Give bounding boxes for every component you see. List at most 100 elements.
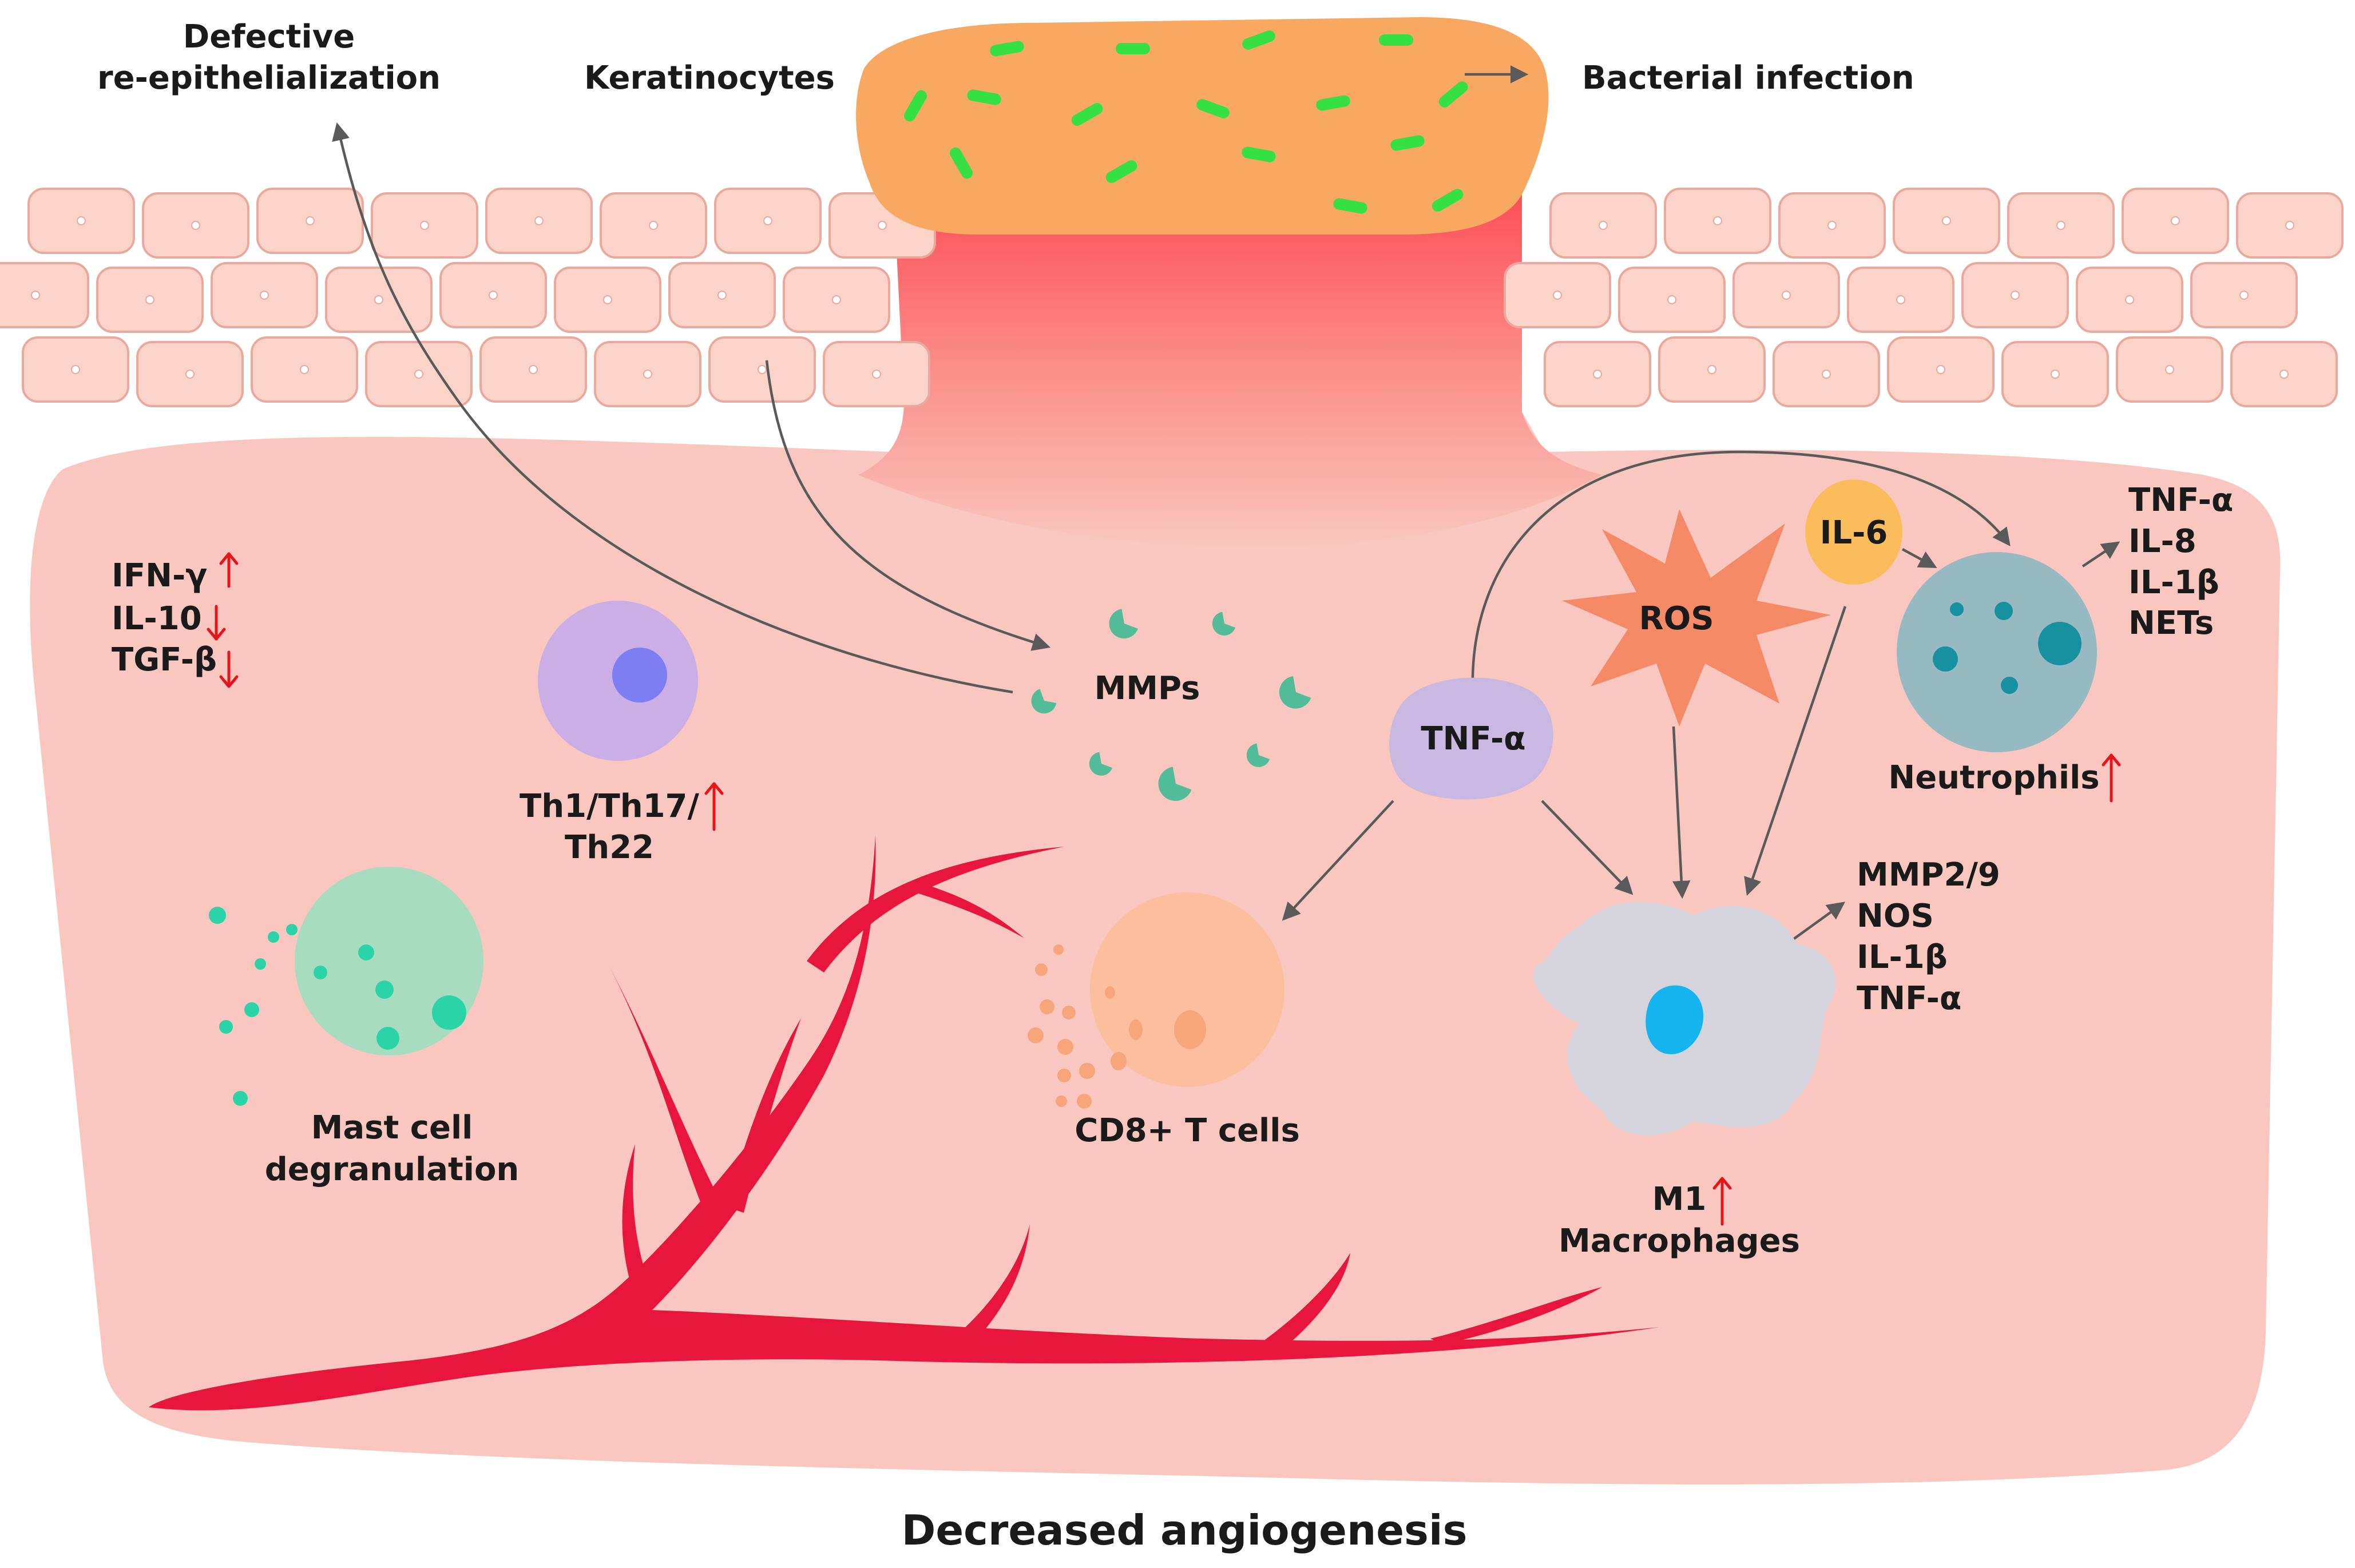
keratinocyte-cell: [1544, 341, 1651, 407]
label-ifn-gamma: IFN-γ: [112, 557, 207, 594]
arrow-tnf-to-neutrophils: [1471, 450, 2011, 701]
keratinocyte-cell: [211, 262, 318, 328]
scab: [856, 17, 1549, 235]
label-tnf-alpha-node: TNF-α: [1421, 720, 1525, 757]
keratinocyte-cell: [1847, 267, 1954, 333]
keratinocyte-cell: [1773, 341, 1880, 407]
keratinocyte-cell: [251, 336, 358, 403]
arrow-keratinocytes-to-mmp: [765, 360, 1051, 651]
label-neutrophils: Neutrophils: [1888, 759, 2099, 796]
keratinocyte-cell: [142, 192, 249, 259]
label-cd8: CD8+ T cells: [1075, 1112, 1300, 1149]
neutrophils-up-arrow: [2102, 753, 2121, 803]
keratinocyte-cell: [22, 336, 129, 403]
keratinocyte-cell: [600, 192, 707, 259]
bacterium: [1333, 198, 1367, 214]
label-neutrophil-output-1: TNF-α: [2128, 482, 2233, 519]
keratinocyte-cell: [2116, 336, 2223, 403]
keratinocyte-cell: [1549, 192, 1657, 259]
indicators: [207, 552, 2121, 1226]
keratinocyte-cell: [2076, 267, 2183, 333]
arrows: [332, 65, 2120, 942]
blood-vessel: [149, 835, 1659, 1411]
arrow-il6-to-neutrophils: [1901, 548, 1937, 569]
keratinocyte-cell: [708, 336, 816, 403]
bacterium: [1390, 135, 1425, 151]
keratinocyte-cell: [2122, 188, 2229, 254]
label-neutrophil-output-4: NETs: [2128, 605, 2214, 642]
il6-node: [1805, 479, 1902, 585]
label-th-1: Th1/Th17/: [520, 788, 699, 825]
neutrophil: [1897, 552, 2097, 752]
keratinocyte-layer-right: [1504, 188, 2344, 407]
th-cells-up-arrow: [704, 782, 724, 831]
bacteria-group: [904, 30, 1468, 214]
bacterium: [1116, 43, 1150, 54]
keratinocyte-cell: [27, 188, 135, 254]
bacterium: [904, 90, 927, 122]
keratinocyte-cell: [1504, 262, 1611, 328]
label-defective-1: Defective: [183, 18, 355, 55]
bacterium: [1242, 146, 1276, 162]
tnf-alpha-node: [1389, 677, 1553, 800]
label-mast-1: Mast cell: [311, 1109, 473, 1146]
label-macrophage-output-2: NOS: [1857, 898, 1934, 935]
label-defective-2: re-epithelialization: [97, 59, 441, 97]
keratinocyte-cell: [668, 262, 776, 328]
keratinocyte-layer-left: [0, 188, 936, 407]
label-macrophage-output-4: TNF-α: [1857, 980, 1961, 1017]
arrow-ros-to-macrophage: [1672, 726, 1691, 899]
keratinocyte-cell: [714, 188, 822, 254]
keratinocyte-cell: [371, 192, 478, 259]
keratinocyte-cell: [1618, 267, 1726, 333]
bacterium: [990, 41, 1024, 57]
label-il6: IL-6: [1820, 514, 1888, 551]
keratinocyte-cell: [256, 188, 364, 254]
label-mmps: MMPs: [1095, 670, 1200, 707]
arrow-macrophage-out: [1790, 902, 1846, 942]
arrow-il6-to-macrophage: [1744, 606, 1847, 896]
keratinocyte-cell: [96, 267, 204, 333]
label-tgf-beta: TGF-β: [112, 641, 217, 678]
keratinocyte-cell: [2007, 192, 2115, 259]
bacterium: [1105, 160, 1137, 183]
keratinocyte-cell: [1961, 262, 2069, 328]
keratinocyte-cell: [1887, 336, 1995, 403]
arrow-tnf-to-macrophage: [1541, 800, 1634, 895]
keratinocyte-cell: [2001, 341, 2109, 407]
keratinocyte-cell: [2236, 192, 2344, 259]
bacterium: [1432, 189, 1464, 212]
bacterium: [1071, 103, 1103, 126]
label-ros: ROS: [1639, 600, 1714, 637]
label-il10: IL-10: [112, 600, 202, 637]
m1-up-arrow: [1712, 1177, 1732, 1226]
keratinocyte-cell: [1778, 192, 1886, 259]
arrow-tnf-to-cd8: [1282, 800, 1394, 921]
label-macrophage-output-3: IL-1β: [1857, 939, 1948, 976]
label-mast-2: degranulation: [265, 1151, 520, 1188]
keratinocyte-cell: [1732, 262, 1840, 328]
mast-cell: [209, 867, 483, 1106]
arrow-mmp-to-defective: [332, 122, 1013, 694]
bacterium: [1242, 30, 1275, 50]
keratinocyte-cell: [439, 262, 547, 328]
il10-down-arrow: [207, 605, 226, 641]
keratinocyte-cell: [2190, 262, 2298, 328]
label-neutrophil-output-2: IL-8: [2128, 523, 2197, 560]
keratinocyte-cell: [783, 267, 890, 333]
bacterium: [1379, 34, 1413, 46]
keratinocyte-cell: [325, 267, 433, 333]
cd8-t-cell: [1028, 892, 1284, 1109]
keratinocyte-cell: [136, 341, 244, 407]
m1-macrophage: [1533, 902, 1836, 1136]
bacterium: [967, 89, 1001, 105]
label-macrophages: Macrophages: [1559, 1222, 1800, 1260]
th-cell: [538, 601, 698, 761]
keratinocyte-cell: [0, 262, 89, 328]
keratinocyte-cell: [479, 336, 587, 403]
keratinocyte-cell: [1664, 188, 1771, 254]
keratinocyte-cell: [2230, 341, 2338, 407]
bacterium: [1438, 81, 1468, 108]
tgf-beta-down-arrow: [219, 650, 239, 688]
